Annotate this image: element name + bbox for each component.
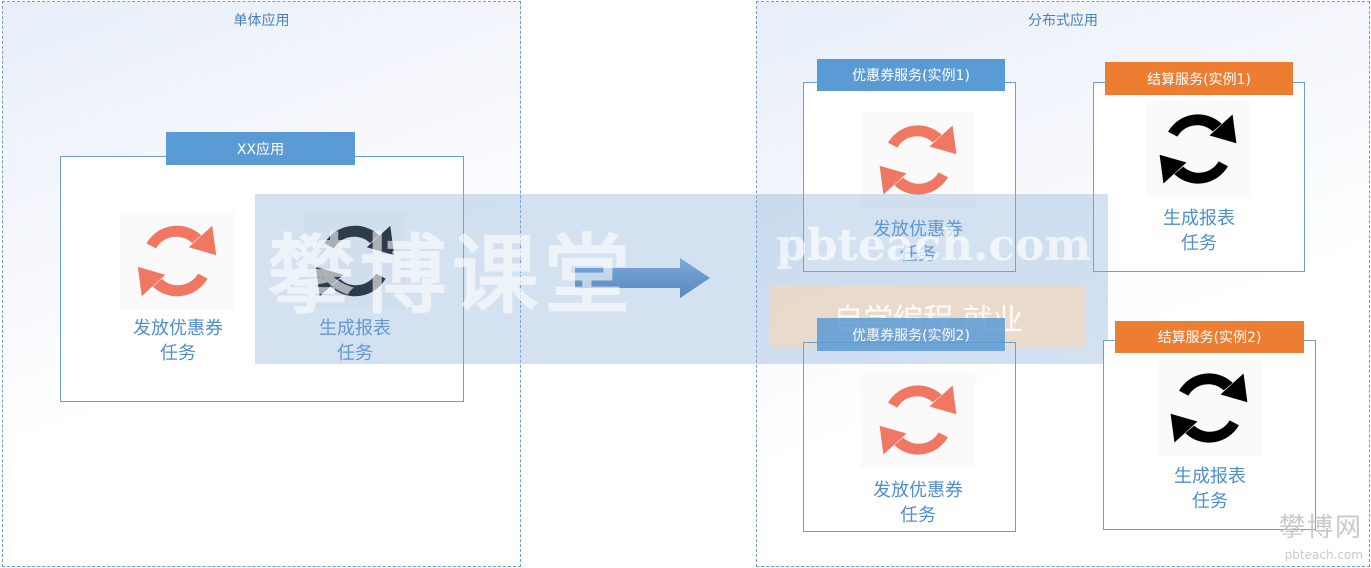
- coupon-task-label: 发放优惠券 任务: [133, 318, 223, 364]
- refresh-icon-coral: [861, 112, 975, 208]
- distributed-title: 分布式应用: [1028, 13, 1098, 29]
- refresh-icon-coral: [120, 212, 234, 310]
- coupon-service-1-task-label: 发放优惠券 任务: [873, 219, 963, 265]
- corner-watermark-logo: 攀博网: [1278, 513, 1363, 543]
- coupon-service-2-tab: 优惠券服务(实例2): [817, 318, 1005, 351]
- refresh-icon-black: [1146, 101, 1250, 197]
- refresh-icon-black: [305, 212, 405, 310]
- coupon-service-1-tab: 优惠券服务(实例1): [817, 59, 1005, 91]
- xx-app-tab: XX应用: [166, 132, 355, 165]
- refresh-icon-black: [1157, 360, 1261, 456]
- coupon-service-2-task-label: 发放优惠券 任务: [873, 480, 963, 526]
- refresh-icon-coral: [861, 372, 975, 468]
- corner-watermark-url: pbteach.com: [1284, 548, 1363, 562]
- monolith-title: 单体应用: [233, 13, 290, 29]
- settlement-service-1-tab: 结算服务(实例1): [1105, 62, 1293, 95]
- watermark-url: pbteach.com: [776, 220, 1092, 271]
- settlement-service-2-tab: 结算服务(实例2): [1115, 321, 1304, 353]
- settlement-service-2-task-label: 生成报表 任务: [1174, 466, 1246, 512]
- settlement-service-1-task-label: 生成报表 任务: [1163, 208, 1235, 254]
- watermark-logo: 攀博课堂: [268, 226, 636, 326]
- report-task-label: 生成报表 任务: [319, 318, 391, 364]
- transition-arrow-icon: [575, 258, 710, 298]
